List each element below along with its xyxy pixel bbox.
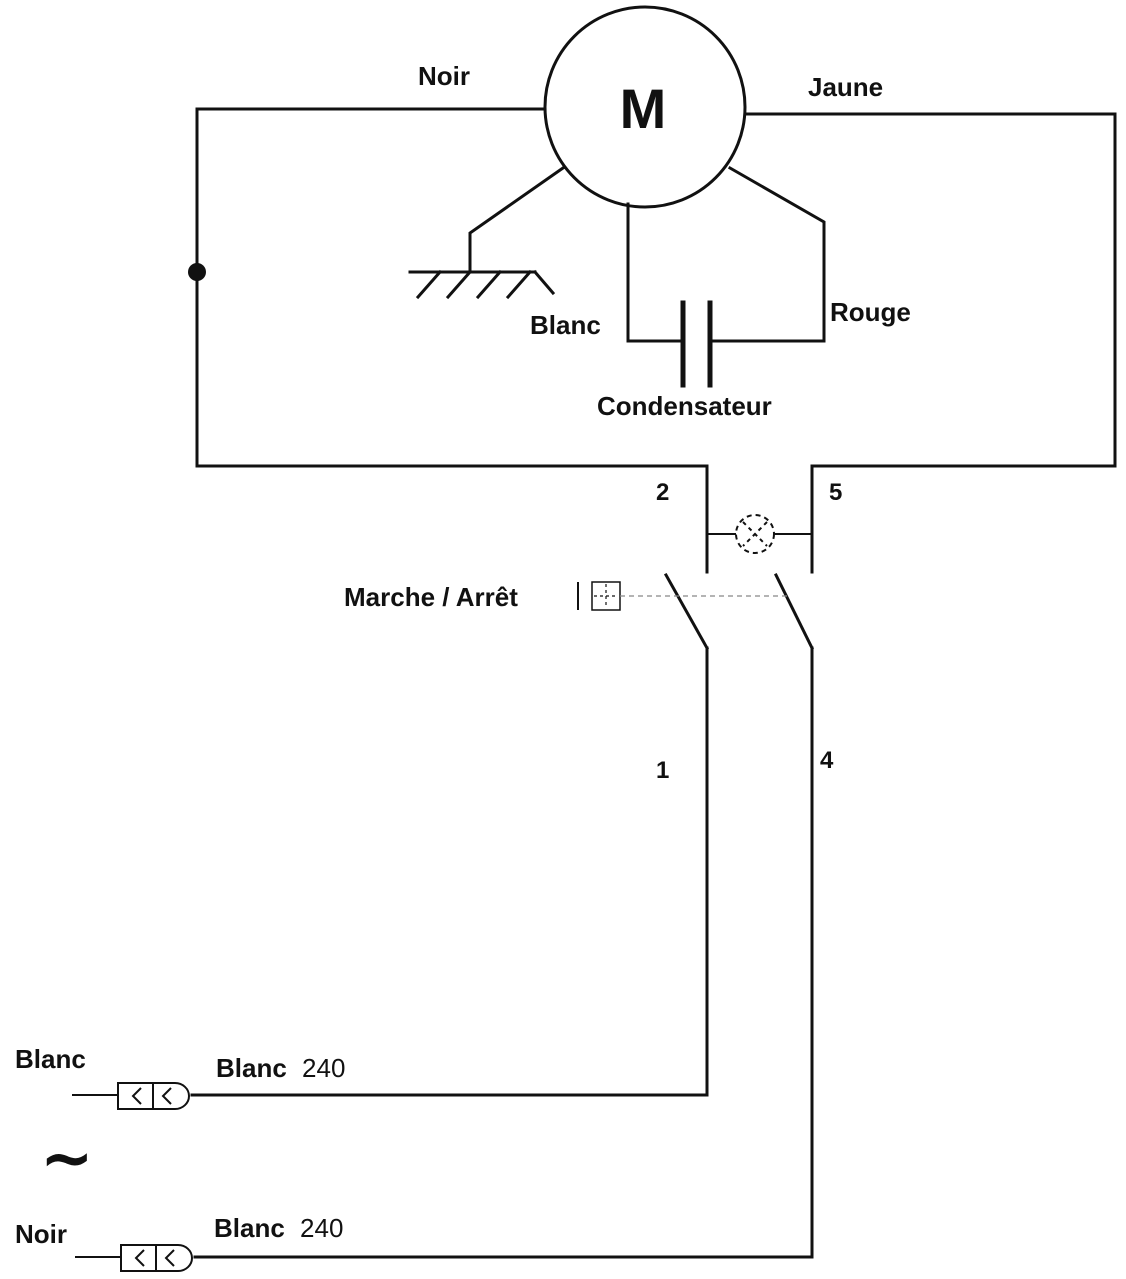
- connector-2: [75, 1244, 193, 1272]
- motor: M: [543, 5, 747, 209]
- wire-terminal-1: [190, 646, 709, 1097]
- label-switch: Marche / Arrêt: [344, 582, 518, 612]
- connector-1-voltage: 240: [302, 1053, 345, 1083]
- junction-dot: [188, 263, 206, 281]
- label-noir: Noir: [418, 61, 470, 91]
- ground-symbol: [408, 269, 556, 300]
- switch-actuator: [577, 581, 790, 611]
- label-mains-noir: Noir: [15, 1219, 67, 1249]
- terminal-2: 2: [656, 479, 669, 506]
- switch-contacts: [663, 572, 815, 651]
- label-mains-blanc: Blanc: [15, 1044, 86, 1074]
- label-connector-1: Blanc 240: [216, 1053, 345, 1083]
- connector-1: [72, 1082, 190, 1110]
- motor-symbol: M: [620, 77, 667, 140]
- label-condensateur: Condensateur: [597, 391, 772, 421]
- wire-noir: [195, 107, 709, 574]
- wire-ground: [468, 165, 566, 274]
- connector-2-voltage: 240: [300, 1213, 343, 1243]
- motor-circle: [543, 5, 747, 209]
- label-jaune: Jaune: [808, 72, 883, 102]
- wire-rouge: [708, 165, 826, 343]
- connector-2-color: Blanc: [214, 1213, 285, 1243]
- label-connector-2: Blanc 240: [214, 1213, 343, 1243]
- label-rouge: Rouge: [830, 297, 911, 327]
- terminal-4: 4: [820, 747, 834, 774]
- wire-blanc: [626, 202, 685, 343]
- capacitor-symbol: [680, 300, 713, 388]
- connector-1-color: Blanc: [216, 1053, 287, 1083]
- wire-terminal-4: [193, 646, 814, 1259]
- wire-jaune: [743, 112, 1117, 574]
- terminal-1: 1: [656, 757, 669, 784]
- ac-symbol: ~: [40, 1122, 94, 1196]
- indicator-lamp: [707, 514, 812, 554]
- label-blanc: Blanc: [530, 310, 601, 340]
- terminal-5: 5: [829, 479, 842, 506]
